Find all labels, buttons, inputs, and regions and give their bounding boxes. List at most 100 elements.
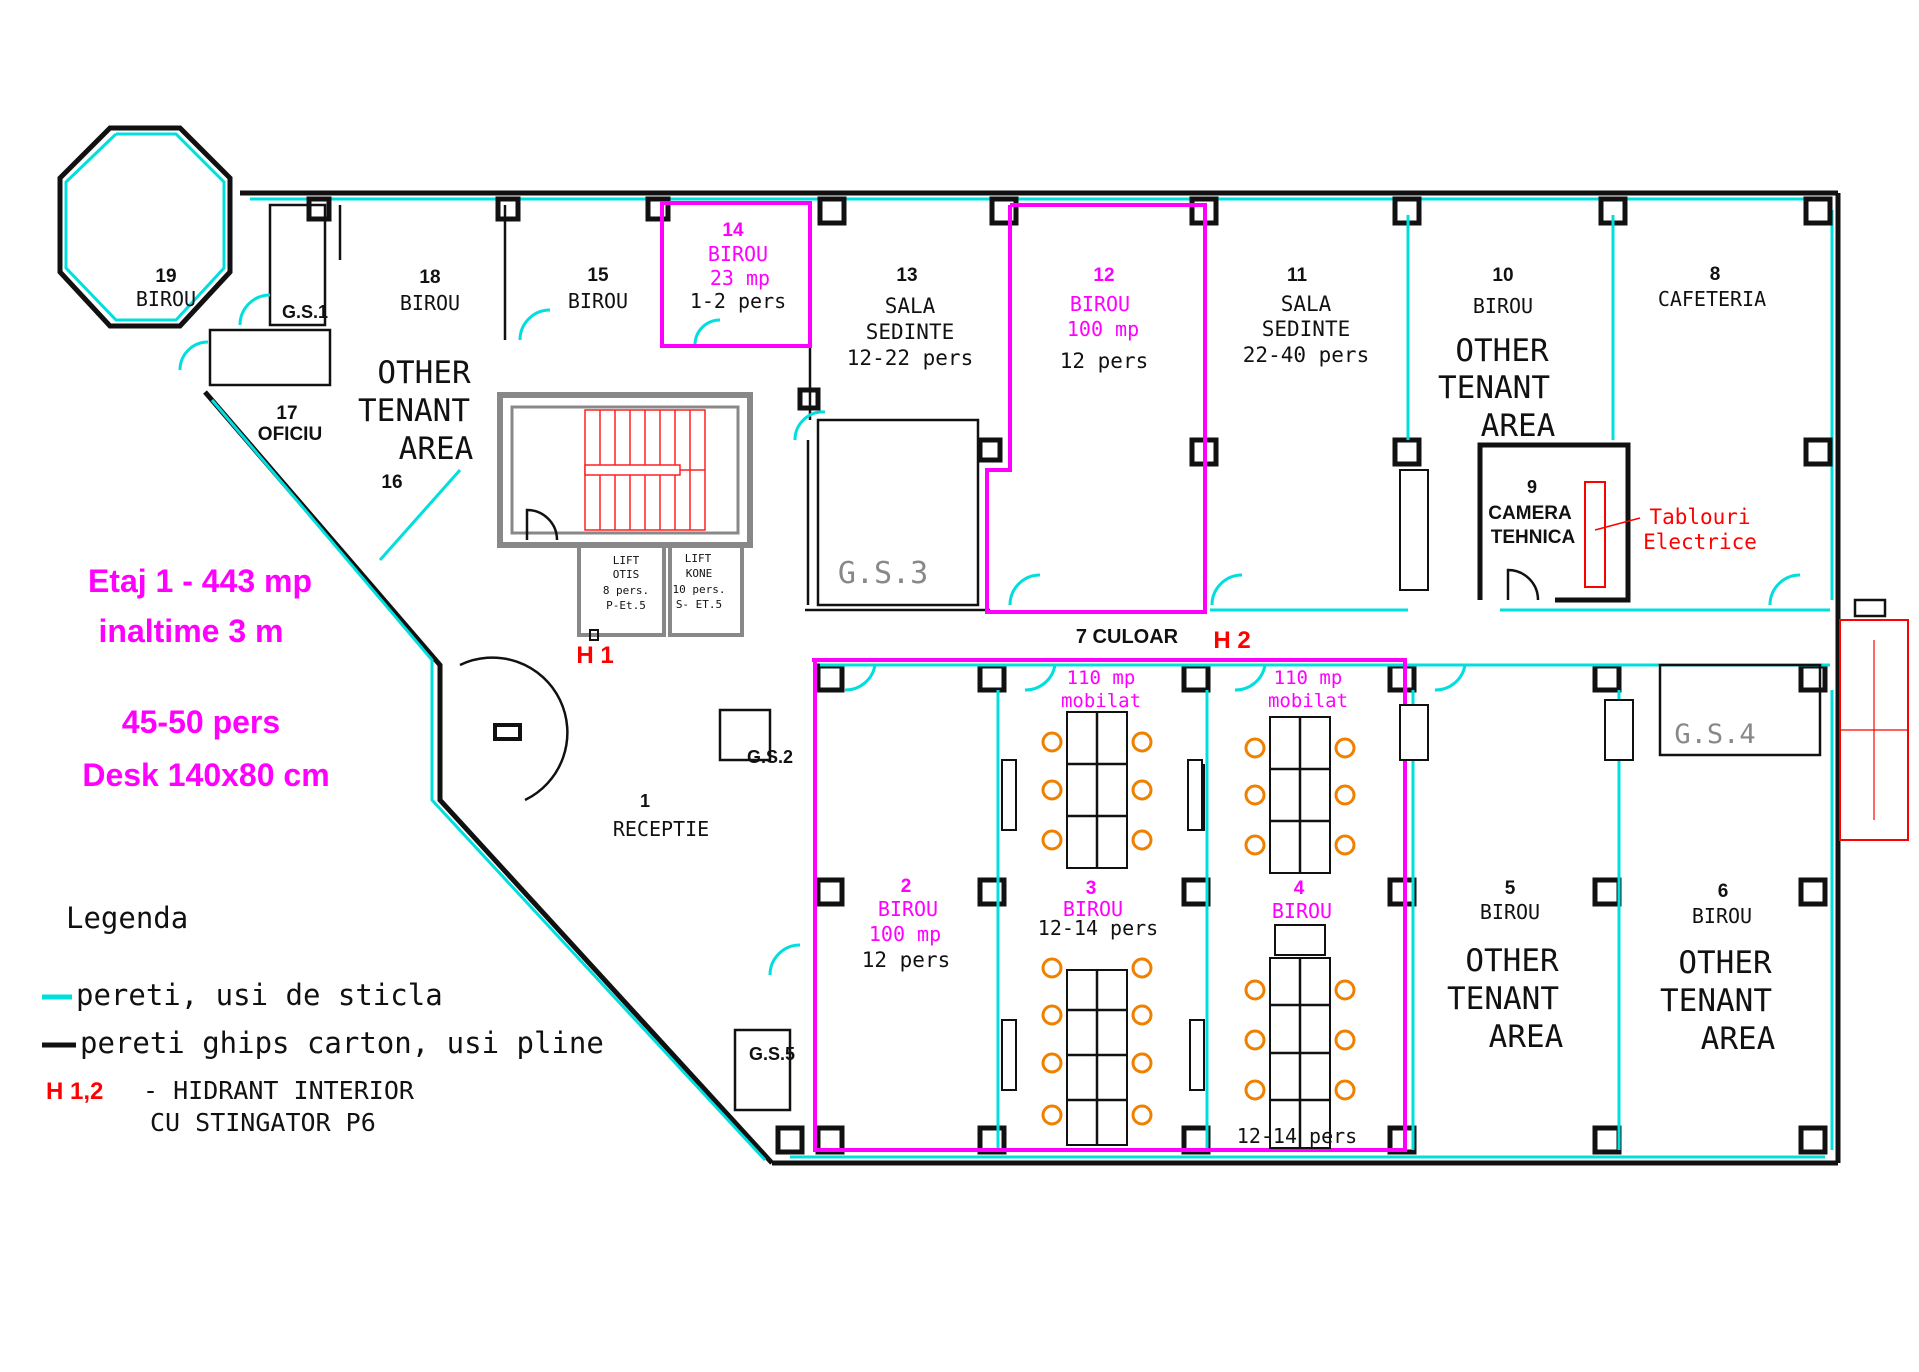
room-9-name-1: CAMERA: [1488, 503, 1572, 524]
legend-hydrant-code: H 1,2: [46, 1078, 103, 1105]
room-14-area: 23 mp: [710, 266, 770, 290]
room-12-name: BIROU: [1070, 292, 1130, 316]
panel-label-2: Electrice: [1643, 530, 1757, 554]
tenant-5-l3: AREA: [1489, 1019, 1564, 1055]
tenant-6-l2: TENANT: [1660, 983, 1772, 1019]
lift-2-l3: 10 pers.: [673, 583, 726, 596]
room-5-name: BIROU: [1480, 900, 1540, 924]
room-14-name: BIROU: [708, 242, 768, 266]
legend: Legenda pereti, usi de sticla pereti ghi…: [42, 901, 604, 1137]
tenant-16-l1: OTHER: [377, 355, 471, 391]
room-2-number: 2: [901, 876, 912, 897]
lift-2-l1: LIFT: [685, 552, 712, 565]
tenant-6-l1: OTHER: [1678, 945, 1772, 981]
room-11-name-2: SEDINTE: [1262, 317, 1351, 341]
lift-labels: LIFT OTIS 8 pers. P-Et.5 LIFT KONE 10 pe…: [603, 552, 726, 612]
room-19-name: BIROU: [136, 287, 196, 311]
wc-gs4-label: G.S.4: [1674, 719, 1755, 750]
desk-size: Desk 140x80 cm: [82, 757, 329, 793]
room-15-number: 15: [587, 265, 609, 286]
room-3-capacity: 12-14 pers: [1038, 916, 1158, 940]
room-14-outline: [660, 201, 812, 348]
octagon-tower: [57, 125, 233, 329]
room-12-area: 100 mp: [1067, 317, 1139, 341]
room-14-capacity: 1-2 pers: [690, 289, 786, 313]
hydrant-2-label: H 2: [1213, 627, 1250, 654]
room-labels: 19 BIROU 18 BIROU 15 BIROU 14 BIROU 23 m…: [136, 220, 1766, 1148]
room-12-number: 12: [1093, 265, 1114, 286]
lift-1-l4: P-Et.5: [606, 599, 646, 612]
other-tenant-labels: OTHER TENANT AREA OTHER TENANT AREA OTHE…: [358, 333, 1776, 1057]
lift-1-l3: 8 pers.: [603, 584, 649, 597]
room-12-capacity: 12 pers: [1060, 349, 1149, 373]
room-10-number: 10: [1492, 265, 1513, 286]
room-19-number: 19: [155, 266, 176, 287]
room-17-number: 17: [276, 403, 297, 424]
room-13-number: 13: [896, 265, 917, 286]
room-2-name: BIROU: [878, 897, 938, 921]
room-9-number: 9: [1527, 477, 1537, 497]
room-17-name: OFICIU: [258, 424, 322, 445]
room-13-capacity: 12-22 pers: [847, 346, 973, 370]
legend-glass: pereti, usi de sticla: [76, 978, 443, 1012]
wc-gs5-label: G.S.5: [749, 1044, 795, 1064]
wc-labels: G.S.1 G.S.2 G.S.3 G.S.4 G.S.5: [282, 302, 1756, 1064]
legend-title: Legenda: [66, 901, 188, 935]
panel-label-1: Tablouri: [1649, 505, 1750, 529]
lift-2-l2: KONE: [686, 567, 713, 580]
room-5-number: 5: [1505, 878, 1516, 899]
room-8-name: CAFETERIA: [1658, 287, 1766, 311]
doors: [178, 293, 1801, 976]
furniture-room-3: [1066, 711, 1128, 1146]
cabinets: [1001, 469, 1634, 1091]
legend-gypsum: pereti ghips carton, usi pline: [80, 1026, 604, 1060]
room-4-name: BIROU: [1272, 899, 1332, 923]
room-4-furnished: mobilat: [1268, 690, 1348, 712]
wc-gs1-label: G.S.1: [282, 302, 328, 322]
tenant-16-l3: AREA: [399, 431, 474, 467]
rooms-2-3-4-outline: [812, 658, 1407, 1152]
chairs: [1041, 731, 1356, 1126]
room-1-name: RECEPTIE: [613, 817, 709, 841]
tenant-6-l3: AREA: [1701, 1021, 1776, 1057]
room-14-number: 14: [722, 220, 744, 241]
tenant-5-l1: OTHER: [1465, 943, 1559, 979]
room-10-name: BIROU: [1473, 294, 1533, 318]
room-11-number: 11: [1287, 265, 1308, 286]
room-2-area: 100 mp: [869, 922, 941, 946]
room-9-name-2: TEHNICA: [1491, 527, 1576, 548]
tenant-10-l3: AREA: [1481, 408, 1556, 444]
highlighted-rooms: [660, 201, 1407, 1152]
room-6-name: BIROU: [1692, 904, 1752, 928]
floor-area: Etaj 1 - 443 mp: [88, 563, 312, 599]
room-18-name: BIROU: [400, 291, 460, 315]
octagon-glazing: [64, 132, 226, 322]
room-13-name-1: SALA: [885, 294, 936, 318]
tenant-10-l2: TENANT: [1438, 370, 1550, 406]
lift-1-l1: LIFT: [613, 554, 640, 567]
tenant-10-l1: OTHER: [1455, 333, 1549, 369]
electrical-panel: Tablouri Electrice: [1584, 481, 1757, 588]
room-11-capacity: 22-40 pers: [1243, 343, 1369, 367]
room-3-furnished: mobilat: [1061, 690, 1141, 712]
room-3-number: 3: [1086, 878, 1097, 899]
room-4-area: 110 mp: [1274, 667, 1343, 689]
room-6-number: 6: [1718, 881, 1729, 902]
legend-hydrant-line-2: CU STINGATOR P6: [150, 1108, 376, 1137]
room-1-number: 1: [640, 791, 650, 811]
floor-height: inaltime 3 m: [99, 613, 284, 649]
lift-1-l2: OTIS: [613, 568, 640, 581]
furniture-room-4: [1269, 716, 1331, 1149]
room-18-number: 18: [419, 267, 440, 288]
room-8-number: 8: [1710, 264, 1721, 285]
corridor-label: 7 CULOAR: [1076, 626, 1179, 648]
room-4-number: 4: [1294, 878, 1305, 899]
hydrant-1-label: H 1: [576, 642, 613, 669]
hydrants: H 1 H 2: [576, 627, 1250, 669]
floor-info: Etaj 1 - 443 mp inaltime 3 m 45-50 pers …: [82, 563, 329, 793]
room-3-area: 110 mp: [1067, 667, 1136, 689]
room-4-capacity: 12-14 pers: [1237, 1124, 1357, 1148]
floor-people: 45-50 pers: [122, 704, 280, 740]
lift-2-l4: S- ET.5: [676, 598, 722, 611]
